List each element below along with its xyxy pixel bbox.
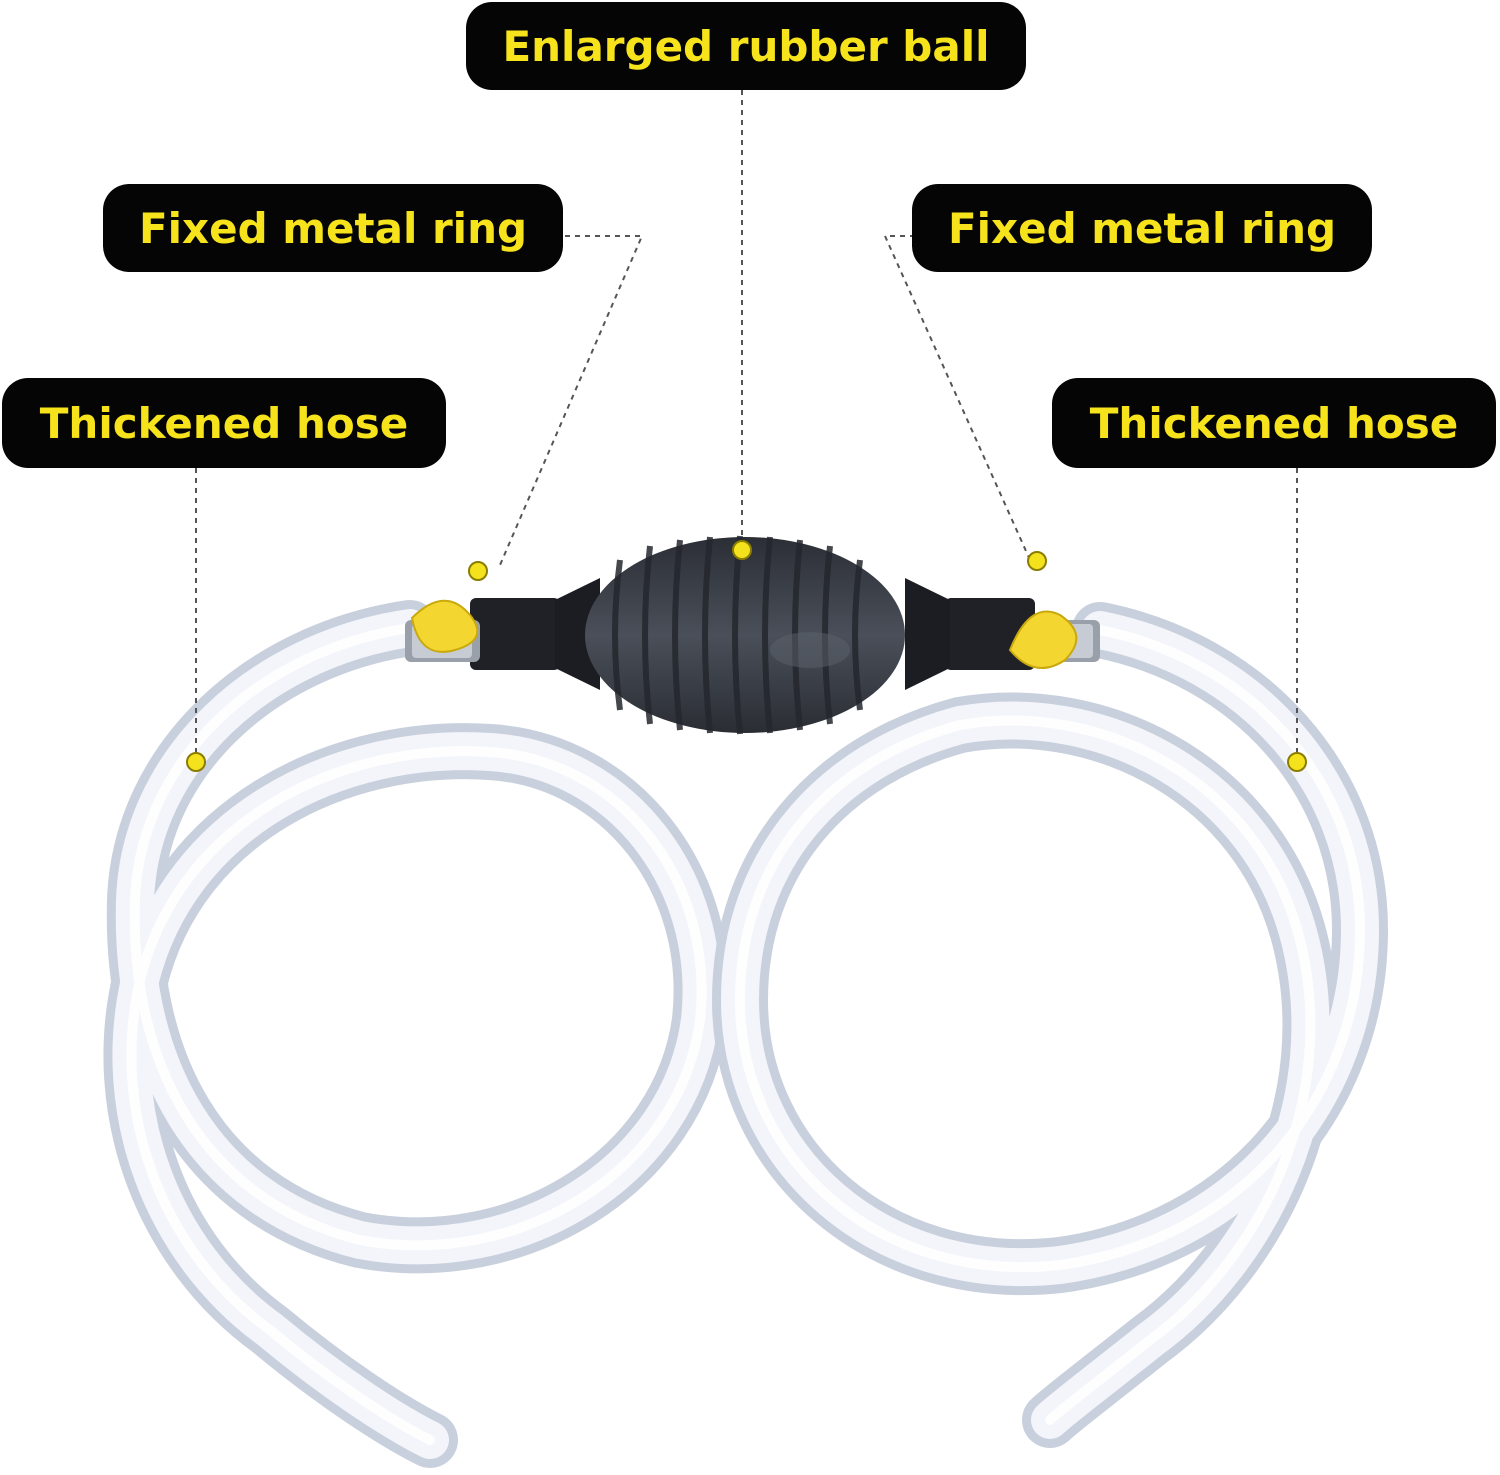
left-hose	[103, 600, 730, 1468]
callout-text: Enlarged rubber ball	[502, 21, 990, 71]
callout-enlarged-rubber-ball: Enlarged rubber ball	[466, 2, 1026, 90]
callout-fixed-metal-ring-right: Fixed metal ring	[912, 184, 1372, 272]
marker-right-ring	[1027, 551, 1047, 571]
left-clamp	[410, 599, 479, 653]
leader-lines	[195, 90, 1298, 760]
marker-left-ring	[468, 561, 488, 581]
marker-left-hose	[186, 752, 206, 772]
callout-text: Thickened hose	[1089, 398, 1459, 448]
callout-text: Thickened hose	[39, 398, 409, 448]
callout-thickened-hose-left: Thickened hose	[2, 378, 446, 468]
callout-thickened-hose-right: Thickened hose	[1052, 378, 1496, 468]
right-clamp	[1008, 610, 1078, 669]
callout-text: Fixed metal ring	[138, 203, 528, 253]
marker-dots	[186, 540, 1307, 772]
marker-right-hose	[1287, 752, 1307, 772]
callout-text: Fixed metal ring	[947, 203, 1337, 253]
callout-fixed-metal-ring-left: Fixed metal ring	[103, 184, 563, 272]
right-hose	[711, 602, 1389, 1448]
rubber-bulb	[585, 535, 905, 735]
marker-bulb	[732, 540, 752, 560]
